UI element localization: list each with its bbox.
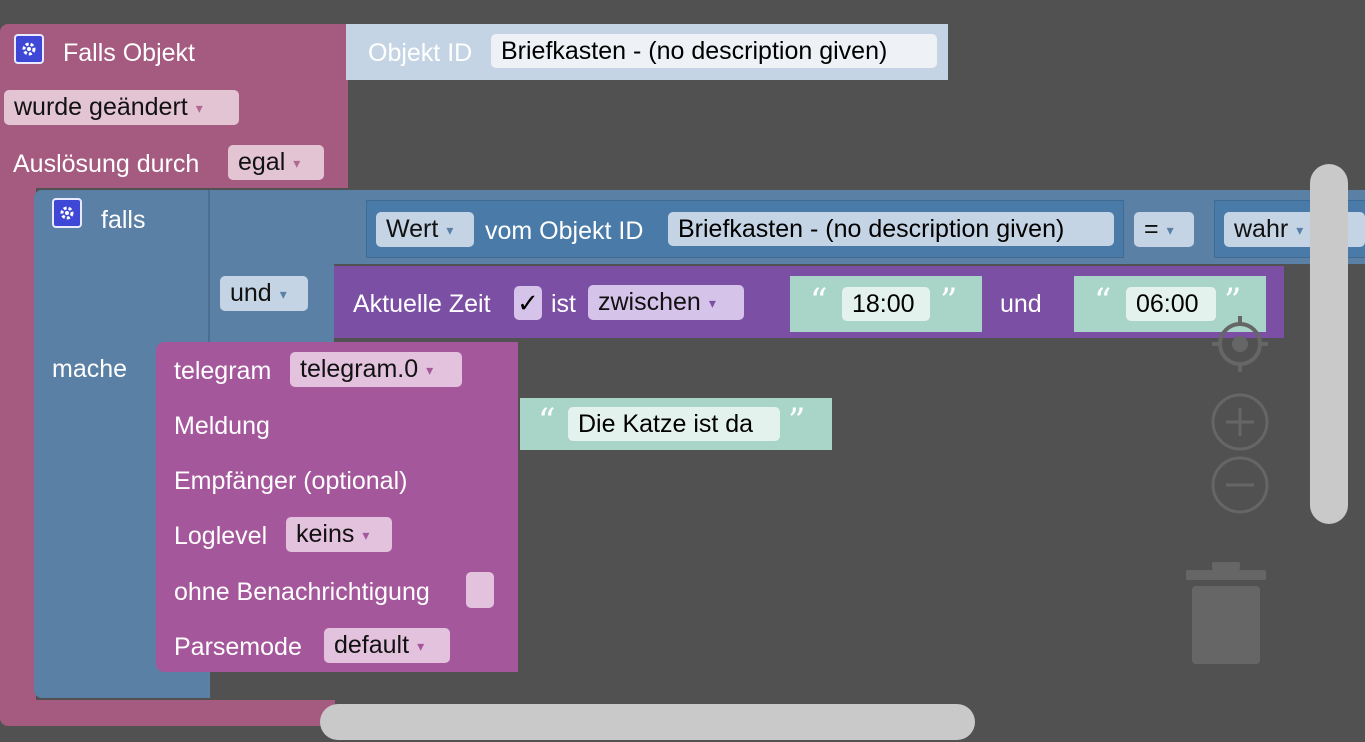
zoom-out-icon[interactable] — [1210, 455, 1270, 515]
trigger-dropdown[interactable]: wurde geändert ▾ — [4, 90, 239, 126]
trigger-by-label: Auslösung durch — [13, 150, 200, 178]
trigger-dropdown-value: wurde geändert — [14, 93, 188, 121]
horizontal-scrollbar[interactable] — [320, 704, 975, 740]
telegram-instance-value: telegram.0 — [300, 355, 419, 383]
time-to-field[interactable]: 06:00 — [1126, 287, 1216, 321]
logic-operator-dropdown[interactable]: und ▾ — [220, 276, 308, 312]
value-prop-value: Wert — [386, 215, 439, 243]
parsemode-value: default — [334, 631, 410, 659]
time-checkbox[interactable]: ✓ — [514, 286, 542, 320]
do-label: mache — [52, 355, 128, 383]
event-title: Falls Objekt — [63, 39, 195, 67]
silent-label: ohne Benachrichtigung — [174, 578, 430, 606]
trigger-by-dropdown-value: egal — [238, 148, 286, 176]
object-id-field[interactable]: Briefkasten - (no description given) — [491, 34, 937, 68]
loglevel-label: Loglevel — [174, 522, 268, 550]
time-from-open-quote-icon: “ — [810, 281, 828, 321]
time-mode-chevron-down-icon: ▾ — [708, 295, 716, 312]
trash-icon[interactable] — [1186, 562, 1266, 664]
if-label: falls — [101, 206, 146, 234]
time-label: Aktuelle Zeit — [353, 290, 491, 318]
trigger-dropdown-chevron-down-icon: ▾ — [195, 100, 203, 117]
loglevel-chevron-down-icon: ▾ — [362, 527, 370, 544]
trigger-by-chevron-down-icon: ▾ — [293, 155, 301, 172]
time-to-open-quote-icon: “ — [1094, 281, 1112, 321]
parsemode-dropdown[interactable]: default ▾ — [324, 628, 450, 664]
message-close-quote-icon: ” — [788, 401, 806, 441]
vertical-scrollbar[interactable] — [1310, 164, 1348, 524]
telegram-label: telegram — [174, 357, 272, 385]
parsemode-chevron-down-icon: ▾ — [417, 638, 425, 655]
value-prop-chevron-down-icon: ▾ — [446, 222, 454, 239]
loglevel-dropdown[interactable]: keins ▾ — [286, 517, 392, 553]
event-settings-gear-icon[interactable] — [14, 34, 44, 64]
bool-value: wahr — [1234, 215, 1289, 243]
loglevel-value: keins — [296, 520, 355, 548]
time-mode-dropdown[interactable]: zwischen ▾ — [588, 285, 744, 321]
event-block-left-body[interactable] — [0, 186, 36, 712]
value-prop-dropdown[interactable]: Wert ▾ — [376, 212, 474, 248]
if-block-row[interactable] — [34, 190, 334, 342]
time-to-close-quote-icon: ” — [1224, 281, 1242, 321]
message-label: Meldung — [174, 412, 270, 440]
telegram-instance-dropdown[interactable]: telegram.0 ▾ — [290, 352, 462, 388]
if-block-divider — [208, 190, 210, 342]
telegram-block[interactable] — [156, 342, 518, 672]
telegram-instance-chevron-down-icon: ▾ — [426, 362, 434, 379]
message-field[interactable]: Die Katze ist da — [568, 407, 780, 441]
message-open-quote-icon: “ — [538, 401, 556, 441]
silent-checkbox[interactable] — [466, 572, 494, 608]
compare-operator-dropdown[interactable]: =▾ — [1134, 212, 1194, 248]
time-is-label: ist — [551, 290, 576, 318]
time-mode-value: zwischen — [598, 288, 701, 316]
time-from-field[interactable]: 18:00 — [842, 287, 930, 321]
recenter-icon[interactable] — [1210, 314, 1270, 374]
logic-operator-chevron-down-icon: ▾ — [279, 286, 287, 303]
compare-operator-value: = — [1144, 215, 1159, 243]
time-from-close-quote-icon: ” — [940, 281, 958, 321]
zoom-in-icon[interactable] — [1210, 392, 1270, 452]
if-settings-gear-icon[interactable] — [52, 198, 82, 228]
event-block-bottom[interactable] — [0, 700, 335, 726]
object-id-label: Objekt ID — [368, 39, 473, 67]
time-checkbox-check-icon: ✓ — [517, 288, 539, 318]
time-and-label: und — [1000, 290, 1042, 318]
recipient-label: Empfänger (optional) — [174, 467, 408, 495]
bool-chevron-down-icon: ▾ — [1296, 222, 1304, 239]
value-of-object-label: vom Objekt ID — [485, 217, 644, 245]
compare-operator-chevron-down-icon: ▾ — [1166, 222, 1174, 239]
logic-operator-value: und — [230, 279, 272, 307]
parsemode-label: Parsemode — [174, 633, 302, 661]
trigger-by-dropdown[interactable]: egal ▾ — [228, 145, 324, 181]
compare-object-id-field[interactable]: Briefkasten - (no description given) — [668, 212, 1114, 246]
